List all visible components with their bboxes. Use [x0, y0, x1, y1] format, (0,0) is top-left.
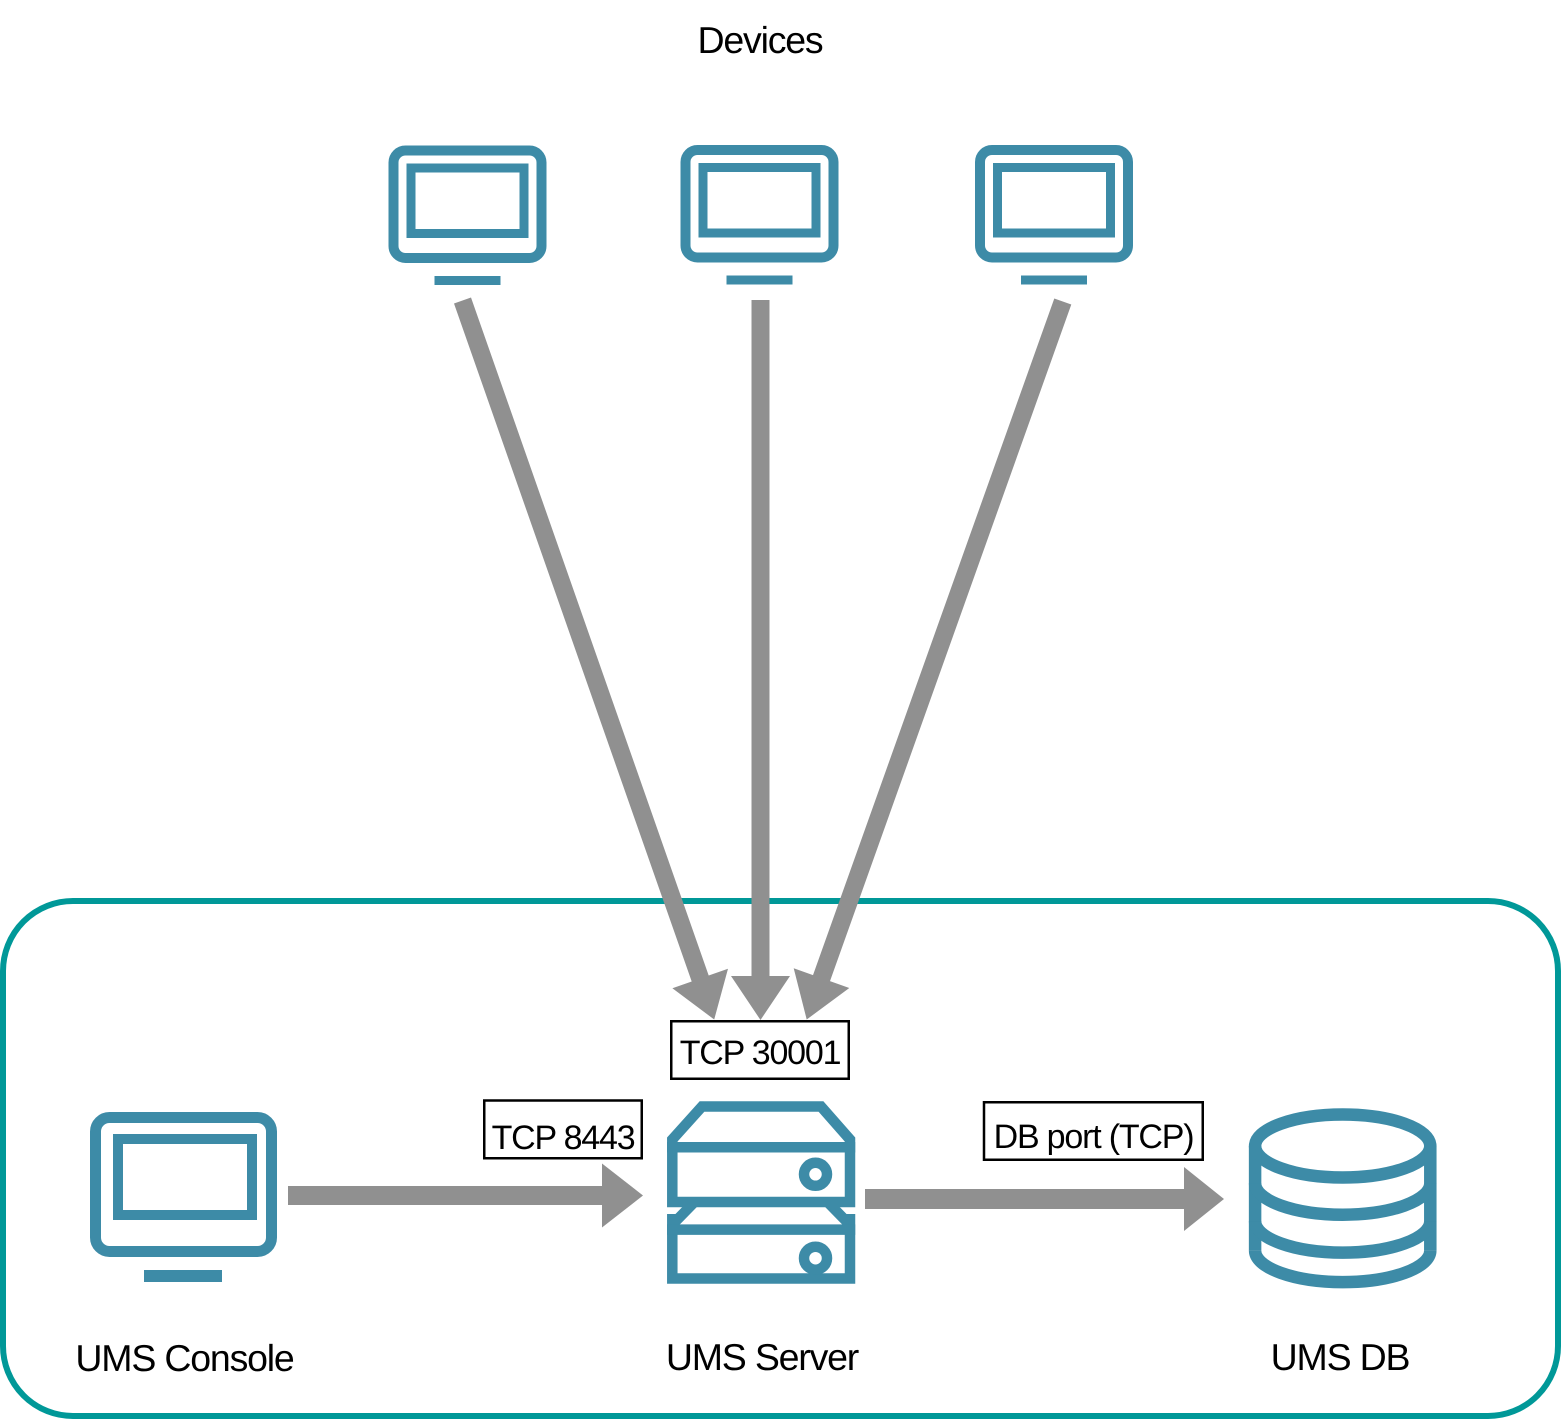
svg-text:TCP 8443: TCP 8443	[492, 1119, 635, 1157]
svg-text:UMS Console: UMS Console	[75, 1337, 293, 1379]
svg-text:UMS Server: UMS Server	[666, 1336, 859, 1378]
svg-text:TCP 30001: TCP 30001	[680, 1034, 841, 1072]
svg-text:UMS DB: UMS DB	[1271, 1336, 1410, 1378]
svg-text:DB port (TCP): DB port (TCP)	[994, 1118, 1194, 1156]
svg-text:Devices: Devices	[698, 19, 823, 61]
